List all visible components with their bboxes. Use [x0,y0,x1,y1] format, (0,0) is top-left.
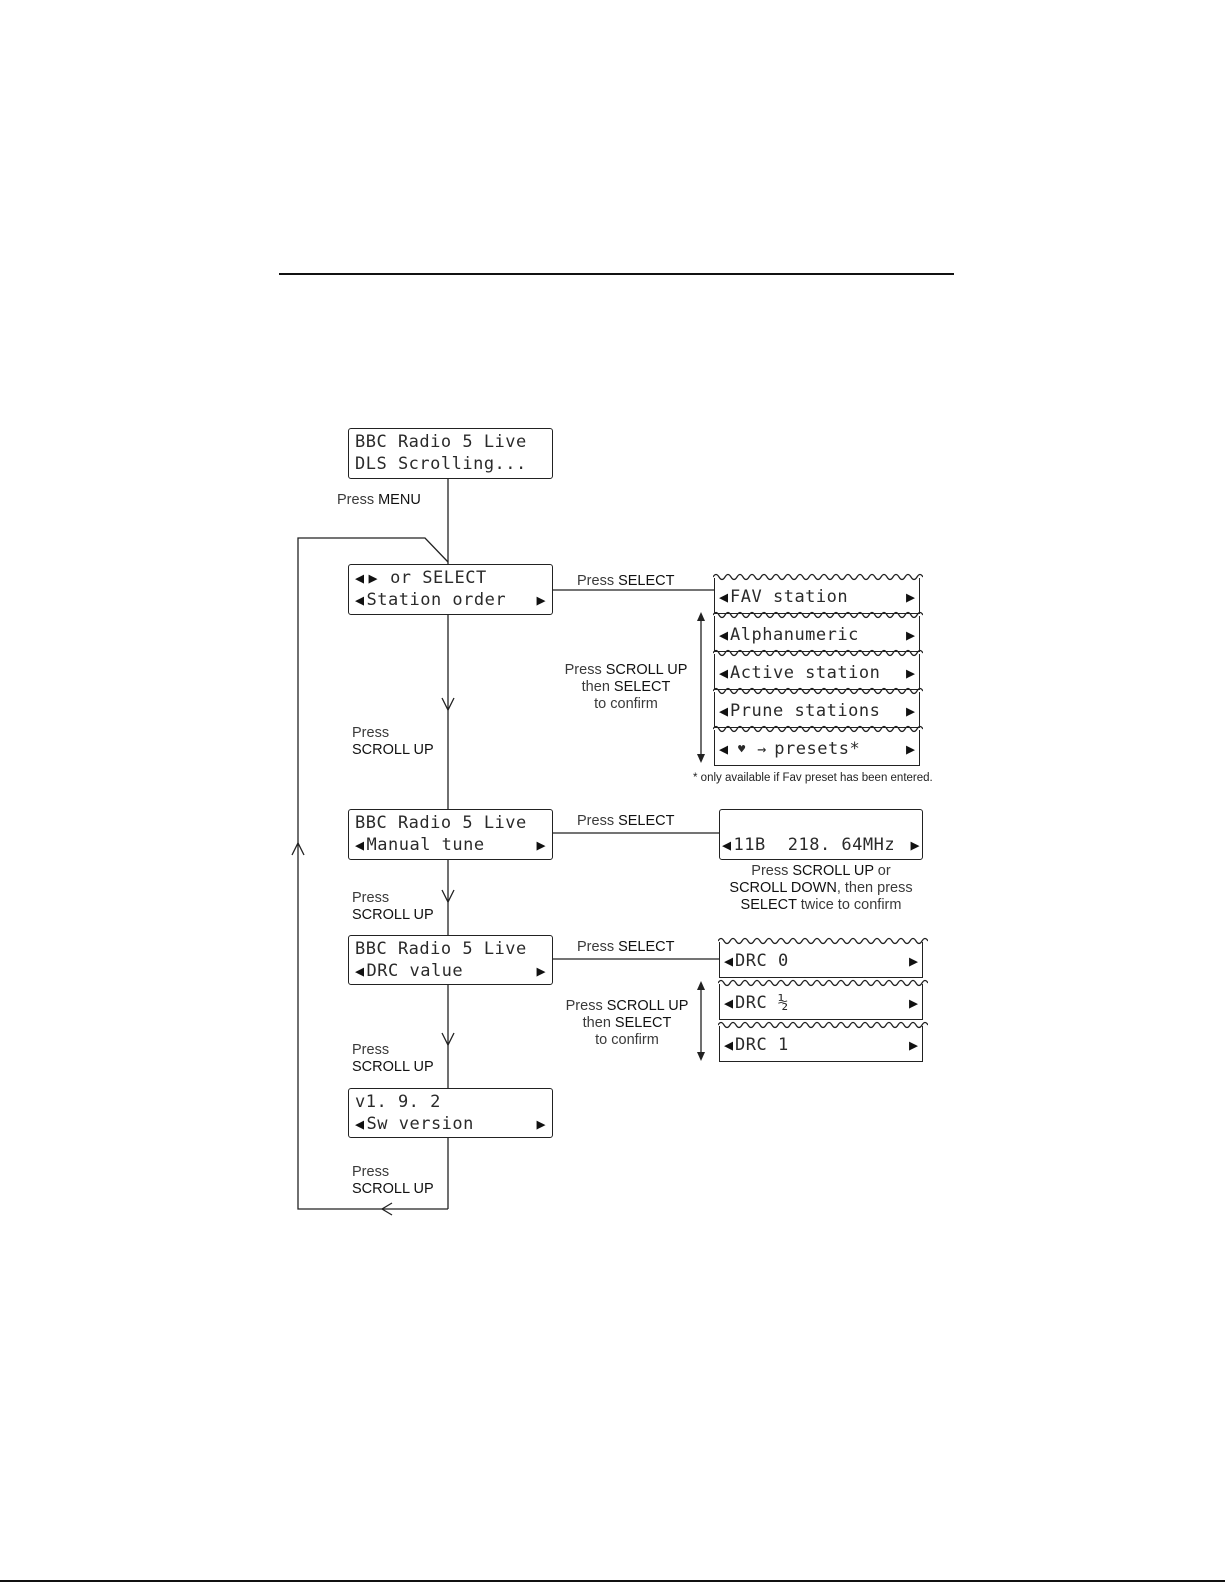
channel-label: 11B [733,835,766,855]
arrow-left-icon: ◀ [355,836,365,854]
arrow-right-icon: ▶ [536,962,546,980]
wave-edge [713,649,923,657]
arrow-right-icon: ▶ [536,591,546,609]
arrow-right-icon: ▶ [905,626,915,644]
display-line-1: BBC Radio 5 Live [355,432,527,452]
arrow-right-icon: ▶ [905,664,915,682]
top-rule [279,273,954,275]
loop-back-line [297,537,449,1210]
heart-icon: ♥ [738,742,746,756]
scroll-confirm-instructions-1: Press SCROLL UP then SELECT to confirm [564,662,688,712]
arrow-left-icon: ◀ [724,994,734,1012]
display-sw-version: v1. 9. 2 ◀ Sw version ▶ [348,1088,553,1138]
arrow-left-icon: ◀ [722,836,732,854]
wave-edge [713,687,923,695]
display-manual-tune: BBC Radio 5 Live ◀ Manual tune ▶ [348,809,553,860]
display-line-2: Sw version [366,1114,474,1134]
display-line-2: Manual tune [366,835,485,855]
scroll-confirm-instructions-2: Press SCROLL UP then SELECT to confirm [565,998,689,1048]
frequency-value: 218. 64MHz [787,835,896,855]
wave-edge [713,611,923,619]
arrow-left-icon: ◀ [355,1115,365,1133]
arrow-right-icon: ▶ [910,836,920,854]
fav-preset-footnote: * only available if Fav preset has been … [693,772,933,784]
down-arrowhead [441,889,455,904]
down-arrowhead [441,697,455,712]
wave-edge [713,573,923,581]
arrow-right-icon: ▶ [368,569,379,587]
arrow-left-icon: ◀ [355,962,365,980]
arrow-left-icon: ◀ [719,626,729,644]
arrow-right-icon: ▶ [536,1115,546,1133]
arrow-left-icon: ◀ [724,1036,734,1054]
right-arrow-thin-icon: → [757,740,767,758]
option-drc-1: ◀DRC 1▶ [718,1021,928,1062]
arrow-right-icon: ▶ [905,588,915,606]
left-arrowhead [380,1202,393,1216]
press-menu-label: Press MENU [337,492,421,508]
option-drc-0: ◀DRC 0▶ [718,937,928,978]
display-line-1: v1. 9. 2 [355,1092,441,1112]
option-active-station: ◀Active station▶ [713,649,923,690]
arrow-left-icon: ◀ [355,591,365,609]
display-line-2: DRC value [366,961,464,981]
display-line-2: Station order [366,590,507,610]
display-now-playing: BBC Radio 5 Live DLS Scrolling... [348,428,553,479]
manual-tune-instructions: Press SCROLL UP or SCROLL DOWN, then pre… [729,863,913,913]
arrow-right-icon: ▶ [905,702,915,720]
arrow-right-icon: ▶ [908,1036,918,1054]
display-drc-value: BBC Radio 5 Live ◀ DRC value ▶ [348,935,553,985]
arrow-right-icon: ▶ [905,740,915,758]
press-select-label: Press SELECT [577,813,675,829]
wave-edge [718,1021,928,1029]
press-select-label: Press SELECT [577,573,675,589]
arrow-left-icon: ◀ [719,702,729,720]
wave-edge [718,937,928,945]
display-line-1: or SELECT [390,568,487,588]
option-prune-stations: ◀Prune stations▶ [713,687,923,728]
arrow-right-icon: ▶ [908,952,918,970]
display-line-2: DLS Scrolling... [355,454,527,474]
arrow-left-icon: ◀ [355,569,365,587]
press-select-label: Press SELECT [577,939,675,955]
arrow-left-icon: ◀ [719,588,729,606]
option-drc-half: ◀DRC ½▶ [718,979,928,1020]
option-fav-station: ◀FAV station▶ [713,573,923,614]
option-alphanumeric: ◀Alphanumeric▶ [713,611,923,652]
display-frequency: ◀ 11B 218. 64MHz ▶ [719,809,923,860]
arrow-left-icon: ◀ [719,664,729,682]
display-line-1: BBC Radio 5 Live [355,939,527,959]
display-station-order: ◀ ▶ or SELECT ◀ Station order ▶ [348,564,553,615]
wave-edge [713,725,923,733]
arrow-right-icon: ▶ [908,994,918,1012]
display-line-1: BBC Radio 5 Live [355,813,527,833]
down-arrowhead [441,1032,455,1047]
arrow-left-icon: ◀ [724,952,734,970]
wave-edge [718,979,928,987]
bottom-rule [0,1580,1225,1582]
up-arrowhead [291,841,305,856]
option-presets: ◀ ♥ → presets* ▶ [713,725,923,766]
arrow-left-icon: ◀ [719,740,729,758]
arrow-right-icon: ▶ [536,836,546,854]
